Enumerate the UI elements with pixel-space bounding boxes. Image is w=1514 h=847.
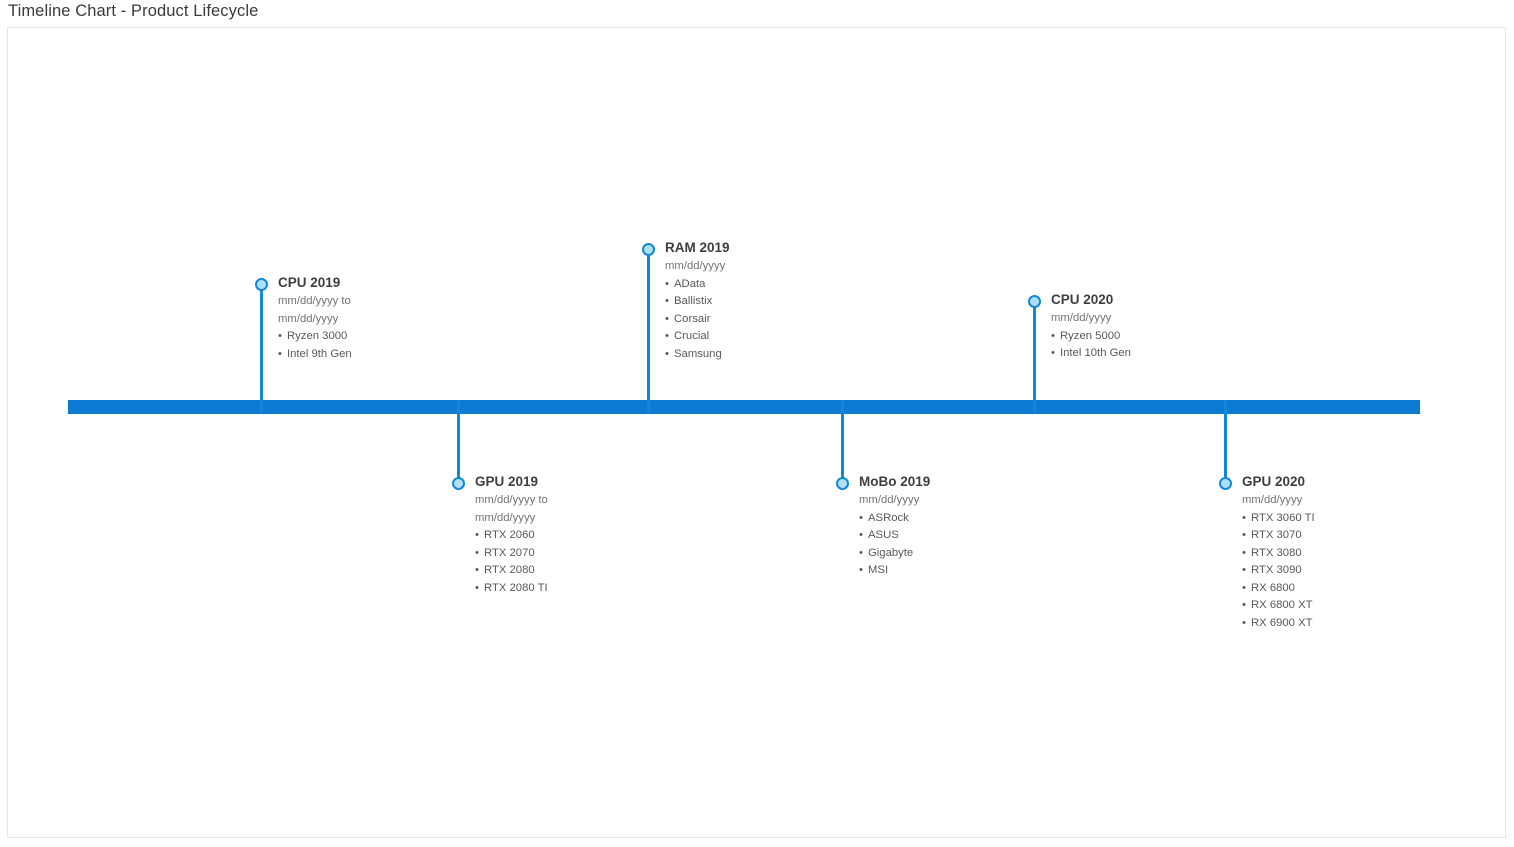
milestone-item: Crucial [665, 328, 730, 346]
milestone-item: RTX 2070 [475, 545, 548, 563]
milestone-marker-cpu-2020[interactable] [1028, 295, 1041, 308]
milestone-item-list: ADataBallistixCorsairCrucialSamsung [665, 276, 730, 364]
page-title: Timeline Chart - Product Lifecycle [8, 2, 259, 20]
milestone-item: RX 6800 XT [1242, 597, 1315, 615]
milestone-item: Ryzen 3000 [278, 328, 352, 346]
milestone-date: mm/dd/yyyy to [475, 494, 548, 506]
milestone-item: RX 6900 XT [1242, 615, 1315, 633]
milestone-item: RTX 3070 [1242, 527, 1315, 545]
milestone-item: Corsair [665, 311, 730, 329]
milestone-date-end: mm/dd/yyyy [278, 312, 339, 325]
milestone-date: mm/dd/yyyy [665, 260, 726, 272]
milestone-date-end: mm/dd/yyyy [475, 511, 536, 524]
milestone-item-list: Ryzen 3000Intel 9th Gen [278, 328, 352, 363]
milestone-content: MoBo 2019 mm/dd/yyyyASRockASUSGigabyteMSI [859, 473, 930, 580]
milestone-stem [841, 400, 844, 486]
milestone-title: GPU 2019 [475, 474, 539, 489]
milestone-item: ASUS [859, 527, 930, 545]
milestone-title: RAM 2019 [665, 240, 730, 255]
milestone-item: Ryzen 5000 [1051, 328, 1131, 346]
milestone-marker-cpu-2019[interactable] [255, 278, 268, 291]
milestone-item-list: RTX 2060RTX 2070RTX 2080RTX 2080 TI [475, 527, 548, 597]
milestone-item-list: ASRockASUSGigabyteMSI [859, 510, 930, 580]
milestone-item: Intel 10th Gen [1051, 345, 1131, 363]
milestone-item: RTX 3080 [1242, 545, 1315, 563]
milestone-item-list: RTX 3060 TIRTX 3070RTX 3080RTX 3090RX 68… [1242, 510, 1315, 633]
milestone-item: RTX 3060 TI [1242, 510, 1315, 528]
milestone-item: Intel 9th Gen [278, 346, 352, 364]
milestone-item-list: Ryzen 5000Intel 10th Gen [1051, 328, 1131, 363]
milestone-stem [647, 250, 650, 414]
milestone-content: RAM 2019 mm/dd/yyyyADataBallistixCorsairC… [665, 239, 730, 363]
milestone-marker-ram-2019[interactable] [642, 243, 655, 256]
milestone-title: CPU 2020 [1051, 292, 1114, 307]
milestone-stem [260, 285, 263, 414]
milestone-title: MoBo 2019 [859, 474, 931, 489]
milestone-item: RTX 2060 [475, 527, 548, 545]
milestone-stem [1033, 302, 1036, 414]
milestone-item: RTX 2080 TI [475, 580, 548, 598]
milestone-item: Ballistix [665, 293, 730, 311]
milestone-item: RTX 2080 [475, 562, 548, 580]
milestone-date: mm/dd/yyyy [1051, 312, 1112, 324]
milestone-title: GPU 2020 [1242, 474, 1306, 489]
milestone-item: RTX 3090 [1242, 562, 1315, 580]
milestone-item: Gigabyte [859, 545, 930, 563]
milestone-item: MSI [859, 562, 930, 580]
milestone-item: Samsung [665, 346, 730, 364]
milestone-stem [457, 400, 460, 486]
milestone-content: CPU 2020 mm/dd/yyyyRyzen 5000Intel 10th G… [1051, 291, 1131, 363]
timeline-axis-bar [68, 400, 1420, 414]
milestone-stem [1224, 400, 1227, 486]
milestone-date: mm/dd/yyyy to [278, 295, 351, 307]
milestone-content: CPU 2019 mm/dd/yyyy to mm/dd/yyyyRyzen 300… [278, 274, 352, 363]
milestone-marker-mobo-2019[interactable] [836, 477, 849, 490]
chart-frame [7, 27, 1506, 838]
milestone-marker-gpu-2020[interactable] [1219, 477, 1232, 490]
milestone-date: mm/dd/yyyy [859, 494, 920, 506]
milestone-date: mm/dd/yyyy [1242, 494, 1303, 506]
milestone-marker-gpu-2019[interactable] [452, 477, 465, 490]
milestone-item: RX 6800 [1242, 580, 1315, 598]
milestone-title: CPU 2019 [278, 275, 341, 290]
milestone-item: AData [665, 276, 730, 294]
milestone-item: ASRock [859, 510, 930, 528]
